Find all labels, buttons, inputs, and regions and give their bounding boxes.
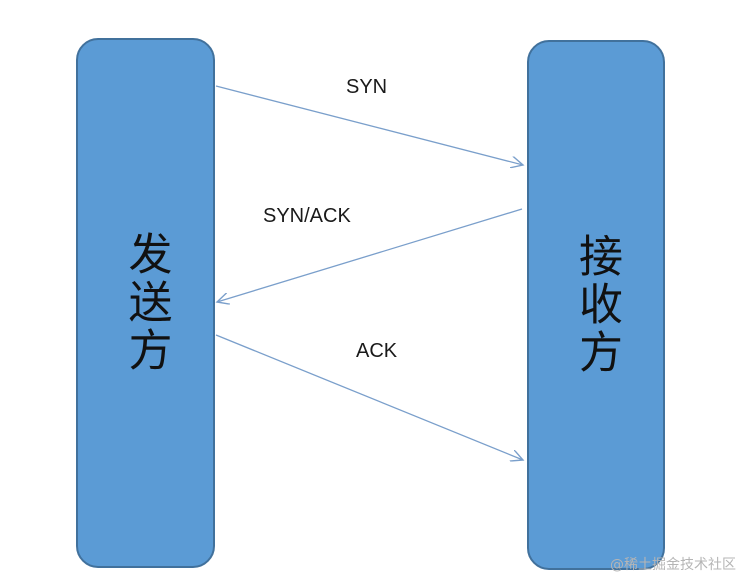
sender-box: 发送方 (76, 38, 215, 568)
watermark-text: @稀土掘金技术社区 (610, 557, 736, 573)
receiver-box: 接收方 (527, 40, 665, 570)
arrow-syn (215, 85, 523, 165)
message-label-syn: SYN (346, 76, 388, 98)
message-label-ack: ACK (356, 340, 398, 362)
receiver-label: 接收方 (571, 233, 622, 377)
sender-label: 发送方 (120, 231, 172, 375)
message-label-syn-ack: SYN/ACK (263, 205, 351, 227)
arrow-syn-ack (217, 208, 523, 302)
arrow-ack (215, 334, 523, 460)
